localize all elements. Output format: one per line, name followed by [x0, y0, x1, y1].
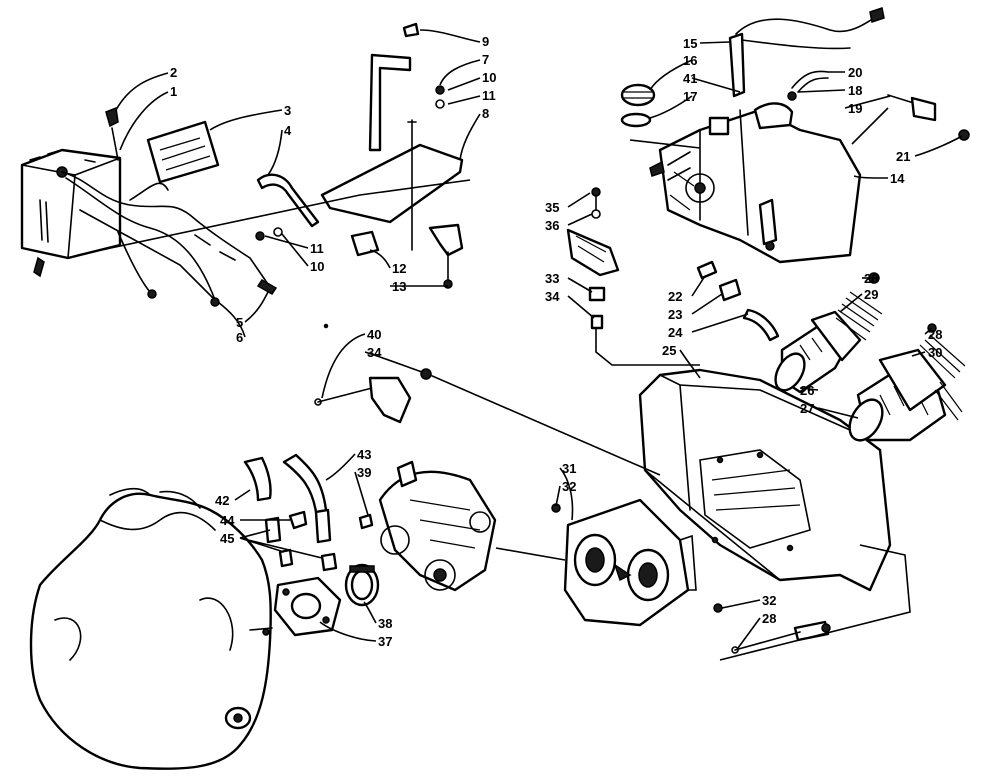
callout-26: 26: [800, 383, 814, 398]
callout-44: 44: [220, 513, 235, 528]
oil-injection-fitting: [566, 187, 620, 353]
oil-tank-mount-hardware: [887, 94, 970, 141]
engine: [29, 487, 273, 770]
callout-23: 23: [668, 307, 682, 322]
callout-28-upper: 28: [864, 271, 878, 286]
callout-11-left: 11: [310, 241, 324, 256]
callout-37: 37: [378, 634, 392, 649]
callout-24: 24: [668, 325, 683, 340]
intake-tube-26: [774, 310, 862, 394]
callout-21: 21: [896, 149, 910, 164]
callout-15: 15: [683, 36, 697, 51]
callout-7: 7: [482, 52, 489, 67]
callout-1: 1: [170, 84, 177, 99]
callout-45: 45: [220, 531, 234, 546]
callout-3: 3: [284, 103, 291, 118]
callout-12: 12: [392, 261, 406, 276]
carburetor-adapter: [563, 498, 697, 627]
oil-tank: [649, 102, 862, 264]
callout-14: 14: [890, 171, 905, 186]
intake-flange: [273, 576, 342, 637]
callout-40: 40: [367, 327, 381, 342]
stray-mark: [323, 323, 329, 329]
callout-22: 22: [668, 289, 682, 304]
callout-17: 17: [683, 89, 697, 104]
callout-13: 13: [392, 279, 406, 294]
callout-28-right: 28: [928, 327, 942, 342]
callout-20: 20: [848, 65, 862, 80]
battery: [20, 148, 122, 278]
callout-32-upper: 32: [562, 479, 576, 494]
oil-tank-cap: [620, 83, 730, 136]
oil-hose-fittings: [696, 260, 780, 342]
callout-41: 41: [683, 71, 697, 86]
callout-36: 36: [545, 218, 559, 233]
carburetor-clamp: [344, 563, 380, 607]
callout-25: 25: [662, 343, 676, 358]
callout-labels: 2 1 3 4 9 7 10 11 8 11 10 12 13 5 6 15 1…: [170, 34, 942, 649]
oil-level-sensor: [728, 7, 885, 98]
callout-38: 38: [378, 616, 392, 631]
callout-10-left: 10: [310, 259, 324, 274]
callout-27: 27: [800, 401, 814, 416]
callout-43: 43: [357, 447, 371, 462]
callout-6: 6: [236, 330, 243, 345]
callout-33: 33: [545, 271, 559, 286]
intake-screen-29: [835, 291, 883, 341]
callout-42: 42: [215, 493, 229, 508]
intake-tube-27: [848, 348, 947, 442]
callout-35: 35: [545, 200, 559, 215]
callout-8: 8: [482, 106, 489, 121]
battery-cover-sheet: [146, 120, 220, 184]
callout-30: 30: [928, 345, 942, 360]
air-silencer: [638, 368, 892, 592]
alignment-lines: [77, 107, 911, 661]
callout-9: 9: [482, 34, 489, 49]
callout-4: 4: [284, 123, 292, 138]
callout-39: 39: [357, 465, 371, 480]
callout-16: 16: [683, 53, 697, 68]
callout-10-top: 10: [482, 70, 496, 85]
impulse-hoses: [243, 453, 374, 572]
callout-34-lower: 34: [367, 345, 382, 360]
callout-34-mid: 34: [545, 289, 560, 304]
intake-hardware: [868, 272, 937, 333]
callout-11-top: 11: [482, 88, 496, 103]
hold-down-strap: [255, 173, 380, 257]
carburetor: [378, 460, 497, 592]
battery-cable-set: [61, 106, 278, 307]
callout-28-lower: 28: [762, 611, 776, 626]
callout-2: 2: [170, 65, 177, 80]
oil-hose-top: [787, 70, 829, 101]
callout-leaders: [115, 29, 963, 649]
callout-19: 19: [848, 101, 862, 116]
callout-5: 5: [236, 315, 243, 330]
intake-screen-30: [919, 334, 966, 421]
callout-29: 29: [864, 287, 878, 302]
callout-32-lower: 32: [762, 593, 776, 608]
callout-31: 31: [562, 461, 576, 476]
battery-bracket: [320, 22, 464, 289]
callout-18: 18: [848, 83, 862, 98]
